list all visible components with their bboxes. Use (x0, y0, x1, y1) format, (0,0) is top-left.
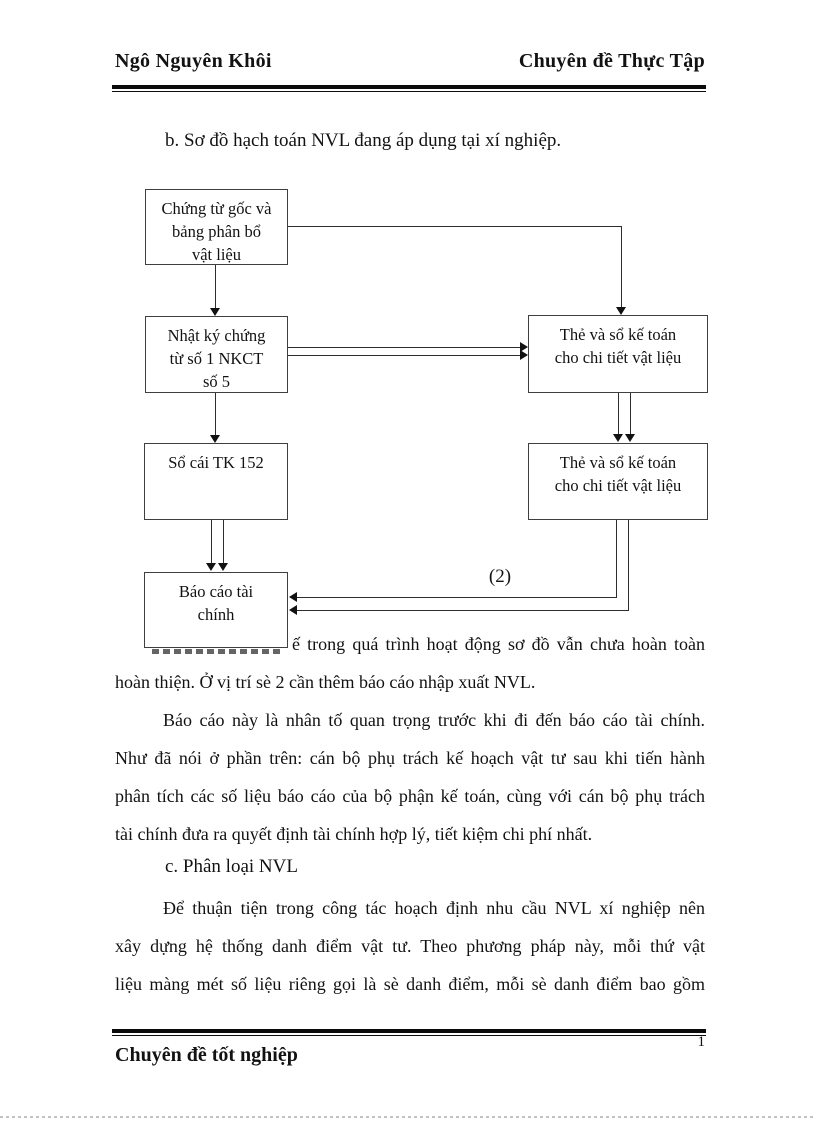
arrowhead-down (613, 434, 623, 442)
arrowhead-right (520, 342, 528, 352)
arrowhead-down (218, 563, 228, 571)
connector-detail-report-h2 (297, 610, 629, 611)
paragraph-1-line-1: ế trong quá trình hoạt động sơ đồ vẫn ch… (292, 634, 705, 654)
arrowhead-left (289, 605, 297, 615)
arrowhead-down (210, 308, 220, 316)
arrowhead-left (289, 592, 297, 602)
section-heading-c: c. Phân loại NVL (165, 856, 298, 877)
box-detail-ledger-bottom: Thẻ và sổ kế toán cho chi tiết vật liệu (528, 443, 708, 520)
flow-label-2: (2) (488, 566, 512, 587)
paragraph-3-line-3: liệu màng mét số liệu riêng gọi là sè da… (115, 974, 705, 994)
arrowhead-right (520, 350, 528, 360)
paragraph-3-line-1: Để thuận tiện trong công tác hoạch định … (163, 898, 705, 918)
obscured-text-fragment (152, 649, 284, 654)
paragraph-2-line-3: phân tích các số liệu báo cáo của bộ phậ… (115, 786, 705, 806)
arrowhead-down (625, 434, 635, 442)
connector-source-journal (215, 265, 216, 309)
connector-journal-detail-1 (288, 347, 520, 348)
arrowhead-down (206, 563, 216, 571)
paragraph-1-line-2: hoàn thiện. Ở vị trí sè 2 cần thêm báo c… (115, 672, 536, 692)
footer-rule (112, 1029, 706, 1036)
connector-detail-report-v1 (616, 520, 617, 598)
connector-detail-report-v2 (628, 520, 629, 611)
header-title: Chuyên đề Thực Tập (518, 50, 705, 72)
box-general-ledger: Sổ cái TK 152 (144, 443, 288, 520)
arrowhead-down (616, 307, 626, 315)
connector-ledger-report-2 (223, 520, 224, 564)
connector-source-detail-h (288, 226, 622, 227)
connector-detail-detail-2 (630, 393, 631, 434)
paragraph-2-line-4: tài chính đưa ra quyết định tài chính hợ… (115, 824, 593, 844)
connector-ledger-report-1 (211, 520, 212, 564)
box-journal-voucher: Nhật ký chứng từ số 1 NKCT số 5 (145, 316, 288, 393)
paragraph-2-line-2: Như đã nói ở phần trên: cán bộ phụ trách… (115, 748, 705, 768)
paragraph-2-line-1: Báo cáo này là nhân tố quan trọng trước … (163, 710, 705, 730)
box-detail-ledger-top: Thẻ và sổ kế toán cho chi tiết vật liệu (528, 315, 708, 393)
box-source-documents: Chứng từ gốc và bảng phân bổ vật liệu (145, 189, 288, 265)
box-financial-report: Báo cáo tài chính (144, 572, 288, 648)
connector-journal-ledger (215, 393, 216, 436)
footer-label: Chuyên đề tốt nghiệp (115, 1044, 298, 1066)
connector-source-detail-v (621, 226, 622, 307)
section-heading-b: b. Sơ đồ hạch toán NVL đang áp dụng tại … (165, 130, 562, 151)
connector-detail-detail-1 (618, 393, 619, 434)
paragraph-3-line-2: xây dựng hệ thống danh điểm vật tư. Theo… (115, 936, 705, 956)
page-edge-artifact (0, 1116, 816, 1118)
page-number: 1 (697, 1034, 706, 1050)
arrowhead-down (210, 435, 220, 443)
connector-detail-report-h1 (297, 597, 617, 598)
connector-journal-detail-2 (288, 355, 520, 356)
header-rule (112, 85, 706, 92)
header-author: Ngô Nguyên Khôi (115, 50, 272, 72)
